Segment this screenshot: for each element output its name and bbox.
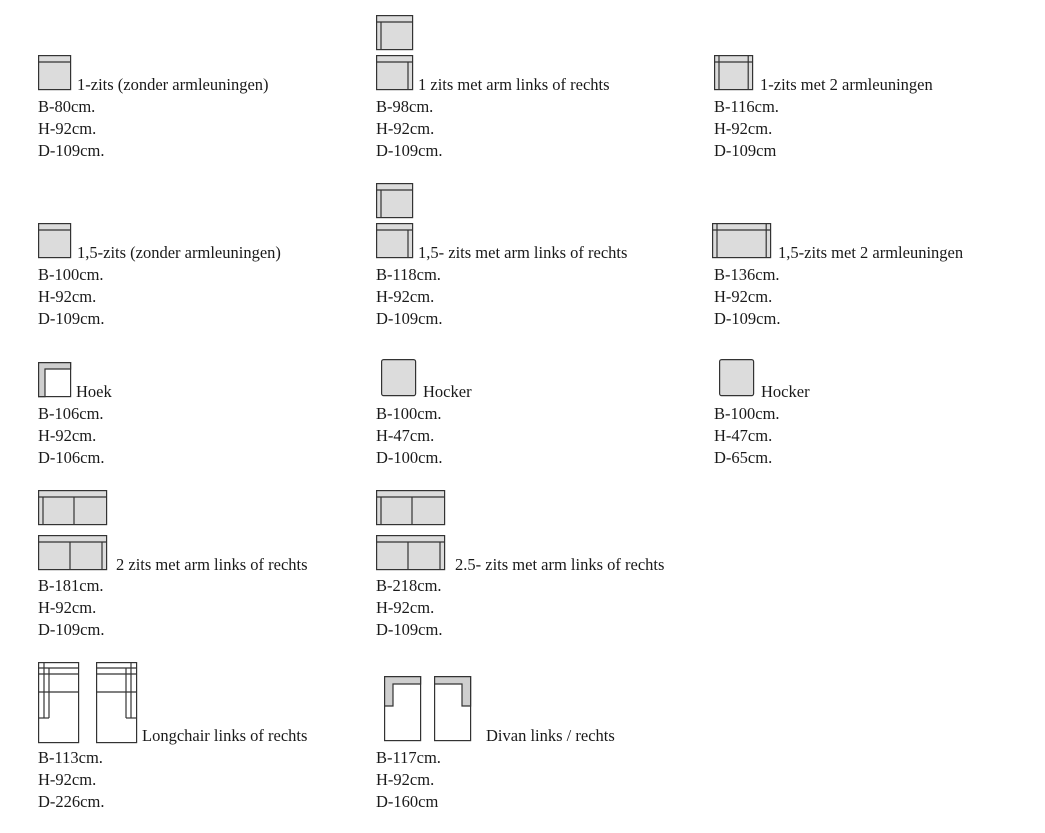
depth-value: D-109cm.	[38, 141, 105, 160]
sofa-armless-icon	[38, 223, 72, 259]
product-title: 1 zits met arm links of rechts	[418, 75, 610, 94]
width-value: B-100cm.	[38, 265, 104, 284]
sofa-armless-icon	[38, 55, 72, 91]
depth-value: D-226cm.	[38, 792, 105, 811]
product-dimensions: B-113cm. H-92cm. D-226cm.	[38, 747, 104, 813]
product-dimensions: B-181cm. H-92cm. D-109cm.	[38, 575, 104, 641]
product-title: Hocker	[423, 382, 472, 401]
height-value: H-47cm.	[376, 426, 435, 445]
width-value: B-80cm.	[38, 97, 96, 116]
width-value: B-100cm.	[376, 404, 442, 423]
divan-icon	[434, 676, 472, 742]
hocker-icon	[719, 359, 755, 397]
width-value: B-118cm.	[376, 265, 441, 284]
corner-element-icon	[38, 362, 72, 398]
width-value: B-113cm.	[38, 748, 103, 767]
sofa-one-arm-icon	[376, 55, 414, 91]
product-title: 1,5-zits met 2 armleuningen	[778, 243, 964, 262]
height-value: H-92cm.	[38, 426, 97, 445]
product-dimensions: B-218cm. H-92cm. D-109cm.	[376, 575, 442, 641]
width-value: B-100cm.	[714, 404, 780, 423]
depth-value: D-109cm.	[376, 620, 443, 639]
sofa-two-arms-icon	[712, 223, 772, 259]
sofa-one-arm-icon	[38, 535, 108, 571]
product-dimensions: B-117cm. H-92cm. D-160cm	[376, 747, 441, 813]
height-value: H-92cm.	[714, 119, 773, 138]
product-title: 2 zits met arm links of rechts	[116, 555, 308, 574]
product-title: 1,5- zits met arm links of rechts	[418, 243, 628, 262]
hocker-icon	[381, 359, 417, 397]
product-dimensions: B-116cm. H-92cm. D-109cm	[714, 96, 779, 162]
divan-icon	[384, 676, 422, 742]
width-value: B-106cm.	[38, 404, 104, 423]
product-title: Divan links / rechts	[486, 726, 615, 745]
depth-value: D-65cm.	[714, 448, 773, 467]
height-value: H-92cm.	[38, 598, 97, 617]
width-value: B-136cm.	[714, 265, 780, 284]
sofa-one-arm-icon	[376, 535, 446, 571]
product-title: 1-zits (zonder armleuningen)	[77, 75, 269, 94]
longchair-icon	[96, 662, 138, 744]
product-title: Hocker	[761, 382, 810, 401]
depth-value: D-100cm.	[376, 448, 443, 467]
product-dimensions: B-100cm. H-92cm. D-109cm.	[38, 264, 104, 330]
height-value: H-92cm.	[376, 119, 435, 138]
depth-value: D-109cm.	[38, 620, 105, 639]
height-value: H-92cm.	[38, 770, 97, 789]
depth-value: D-109cm.	[376, 309, 443, 328]
depth-value: D-109cm.	[714, 309, 781, 328]
product-title: 2.5- zits met arm links of rechts	[455, 555, 665, 574]
depth-value: D-109cm	[714, 141, 777, 160]
height-value: H-92cm.	[376, 770, 435, 789]
product-dimensions: B-118cm. H-92cm. D-109cm.	[376, 264, 442, 330]
width-value: B-98cm.	[376, 97, 434, 116]
height-value: H-47cm.	[714, 426, 773, 445]
height-value: H-92cm.	[376, 287, 435, 306]
width-value: B-181cm.	[38, 576, 104, 595]
width-value: B-218cm.	[376, 576, 442, 595]
height-value: H-92cm.	[38, 287, 97, 306]
height-value: H-92cm.	[714, 287, 773, 306]
width-value: B-116cm.	[714, 97, 779, 116]
product-title: Longchair links of rechts	[142, 726, 308, 745]
height-value: H-92cm.	[376, 598, 435, 617]
product-title: 1-zits met 2 armleuningen	[760, 75, 933, 94]
sofa-one-arm-icon	[376, 183, 414, 219]
product-dimensions: B-80cm. H-92cm. D-109cm.	[38, 96, 104, 162]
sofa-one-arm-icon	[38, 490, 108, 526]
longchair-icon	[38, 662, 80, 744]
product-dimensions: B-136cm. H-92cm. D-109cm.	[714, 264, 780, 330]
sofa-one-arm-icon	[376, 223, 414, 259]
product-dimensions: B-106cm. H-92cm. D-106cm.	[38, 403, 104, 469]
product-dimensions: B-98cm. H-92cm. D-109cm.	[376, 96, 442, 162]
sofa-two-arms-icon	[714, 55, 754, 91]
sofa-one-arm-icon	[376, 15, 414, 51]
product-title: Hoek	[76, 382, 112, 401]
depth-value: D-109cm.	[38, 309, 105, 328]
depth-value: D-106cm.	[38, 448, 105, 467]
height-value: H-92cm.	[38, 119, 97, 138]
width-value: B-117cm.	[376, 748, 441, 767]
depth-value: D-109cm.	[376, 141, 443, 160]
product-dimensions: B-100cm. H-47cm. D-100cm.	[376, 403, 442, 469]
product-dimensions: B-100cm. H-47cm. D-65cm.	[714, 403, 780, 469]
depth-value: D-160cm	[376, 792, 439, 811]
product-title: 1,5-zits (zonder armleuningen)	[77, 243, 281, 262]
sofa-one-arm-icon	[376, 490, 446, 526]
